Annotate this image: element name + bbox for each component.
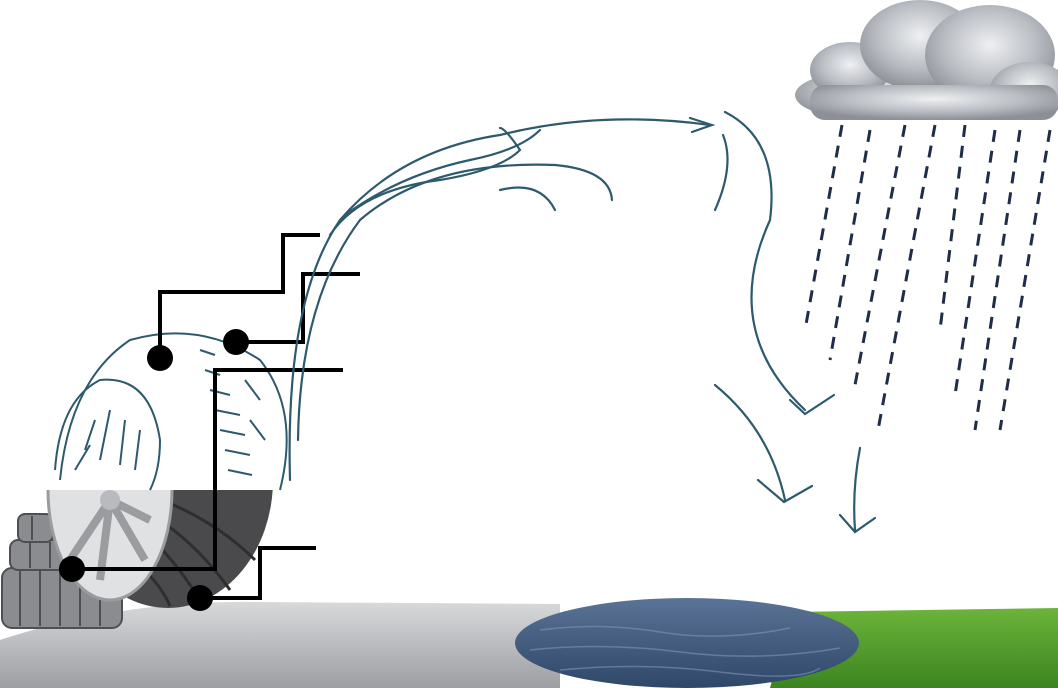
asphalt [0, 601, 560, 688]
flow-arrows [288, 110, 877, 534]
cloud-icon [795, 0, 1058, 120]
puddle [515, 598, 859, 688]
dot [59, 556, 85, 582]
connector-dots [59, 329, 249, 611]
dot [223, 329, 249, 355]
tire-icon [46, 332, 288, 608]
dot [147, 345, 173, 371]
dot [187, 585, 213, 611]
rain-icon [803, 124, 1052, 431]
